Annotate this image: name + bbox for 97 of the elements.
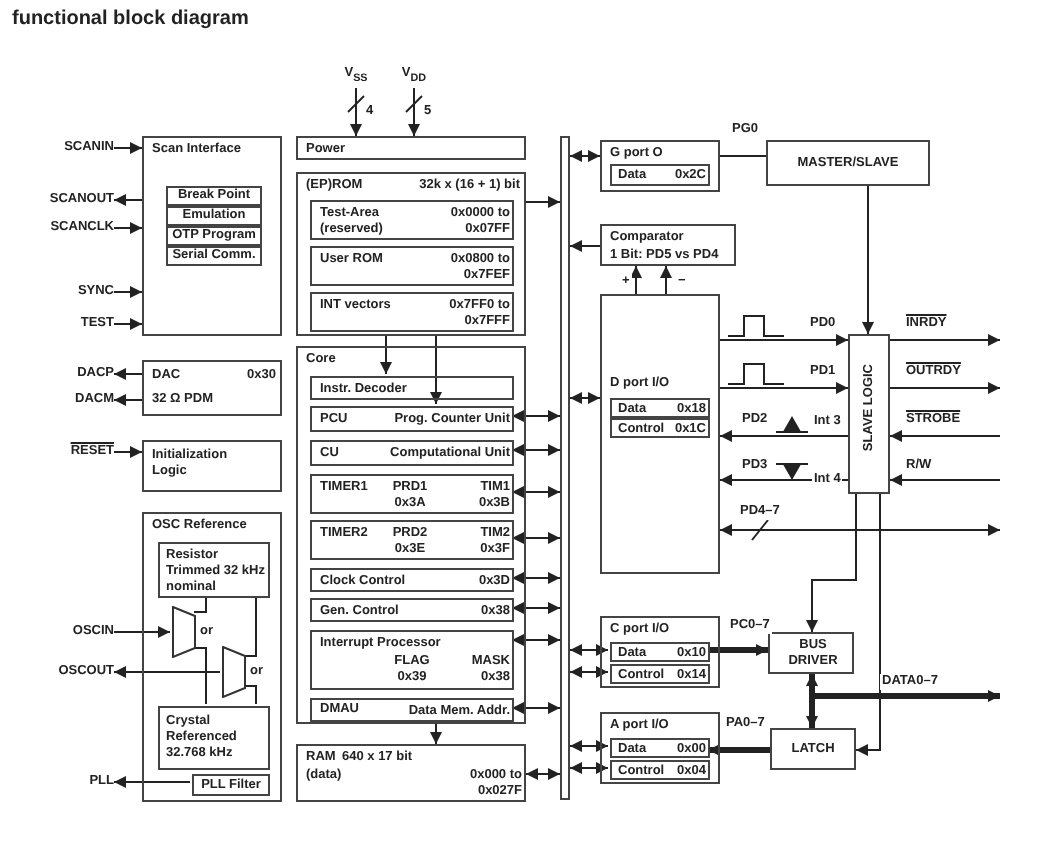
oscillator-box bbox=[158, 706, 270, 770]
control-block bbox=[848, 334, 890, 494]
arrow bbox=[430, 335, 442, 405]
register-box bbox=[610, 738, 710, 758]
double-arrow bbox=[569, 740, 609, 752]
double-arrow bbox=[569, 150, 601, 162]
arrow bbox=[660, 265, 672, 295]
double-arrow bbox=[511, 572, 561, 584]
connector-line bbox=[193, 595, 207, 613]
core-block bbox=[296, 346, 526, 724]
diagram-title: functional block diagram bbox=[12, 8, 249, 32]
arrow bbox=[719, 382, 849, 394]
arrow bbox=[113, 368, 143, 380]
memory-block bbox=[296, 744, 526, 802]
double-arrow bbox=[569, 644, 609, 656]
register-box bbox=[310, 698, 514, 722]
arrow bbox=[113, 446, 143, 458]
bus-bar bbox=[560, 136, 570, 800]
arrow bbox=[708, 744, 770, 756]
connector-line bbox=[243, 595, 257, 657]
register-box bbox=[310, 568, 514, 592]
double-arrow bbox=[511, 486, 561, 498]
memory-block bbox=[296, 172, 526, 336]
double-arrow bbox=[511, 532, 561, 544]
arrow bbox=[806, 493, 857, 633]
connector-line bbox=[193, 647, 207, 705]
arrow bbox=[719, 334, 849, 346]
register-box bbox=[310, 376, 514, 400]
register-box bbox=[310, 292, 514, 332]
register-box bbox=[610, 664, 710, 684]
arrow bbox=[889, 430, 1001, 442]
arrow bbox=[113, 194, 143, 206]
arrow bbox=[113, 286, 143, 298]
multiplexer-symbol bbox=[172, 606, 196, 658]
double-arrow bbox=[511, 702, 561, 714]
arrow bbox=[113, 666, 221, 678]
arrow bbox=[525, 196, 561, 208]
double-arrow bbox=[525, 768, 561, 780]
connector-line bbox=[719, 155, 767, 157]
arrow bbox=[889, 382, 1001, 394]
filter-box bbox=[192, 774, 270, 796]
arrow bbox=[719, 430, 849, 442]
register-box bbox=[166, 206, 262, 226]
logic-block bbox=[142, 440, 282, 492]
multiplexer-symbol bbox=[222, 646, 246, 698]
arrow bbox=[569, 240, 601, 252]
register-box bbox=[610, 642, 710, 662]
arrow bbox=[113, 222, 143, 234]
register-box bbox=[310, 520, 514, 560]
register-box bbox=[310, 598, 514, 622]
double-arrow bbox=[569, 392, 601, 404]
register-box bbox=[610, 164, 710, 186]
register-box bbox=[310, 246, 514, 286]
arrow bbox=[855, 493, 881, 756]
arrow bbox=[630, 265, 642, 295]
port-block bbox=[600, 294, 720, 574]
register-box bbox=[166, 186, 262, 206]
register-box bbox=[610, 418, 710, 438]
oscillator-block bbox=[142, 512, 282, 802]
power-block bbox=[296, 136, 526, 160]
arrow bbox=[408, 87, 420, 137]
dac-block bbox=[142, 360, 282, 416]
arrow bbox=[113, 626, 171, 638]
double-arrow bbox=[511, 634, 561, 646]
double-arrow bbox=[511, 410, 561, 422]
register-box bbox=[310, 440, 514, 466]
arrow bbox=[113, 394, 143, 406]
register-box bbox=[610, 398, 710, 418]
interface-block bbox=[142, 136, 282, 336]
double-arrow bbox=[511, 602, 561, 614]
arrow bbox=[430, 719, 442, 745]
arrow bbox=[113, 318, 143, 330]
arrow bbox=[889, 474, 1001, 486]
arrow bbox=[889, 334, 1001, 346]
arrow bbox=[380, 335, 392, 375]
double-arrow bbox=[511, 444, 561, 456]
double-arrow bbox=[719, 524, 1001, 536]
register-box bbox=[310, 200, 514, 240]
port-block bbox=[600, 712, 720, 784]
port-block bbox=[600, 616, 720, 688]
register-box bbox=[610, 760, 710, 780]
arrow bbox=[862, 185, 874, 335]
register-box bbox=[310, 630, 514, 690]
port-block bbox=[600, 140, 720, 192]
arrow bbox=[708, 644, 768, 656]
control-block bbox=[766, 140, 930, 186]
double-arrow bbox=[569, 666, 609, 678]
latch-block bbox=[770, 728, 856, 770]
oscillator-box bbox=[158, 542, 270, 598]
arrow bbox=[113, 142, 143, 154]
driver-block bbox=[768, 632, 854, 674]
arrow bbox=[350, 87, 362, 137]
comparator-block bbox=[600, 224, 736, 266]
register-box bbox=[310, 406, 514, 432]
register-box bbox=[310, 474, 514, 514]
connector-line bbox=[243, 685, 257, 705]
double-arrow bbox=[569, 762, 609, 774]
